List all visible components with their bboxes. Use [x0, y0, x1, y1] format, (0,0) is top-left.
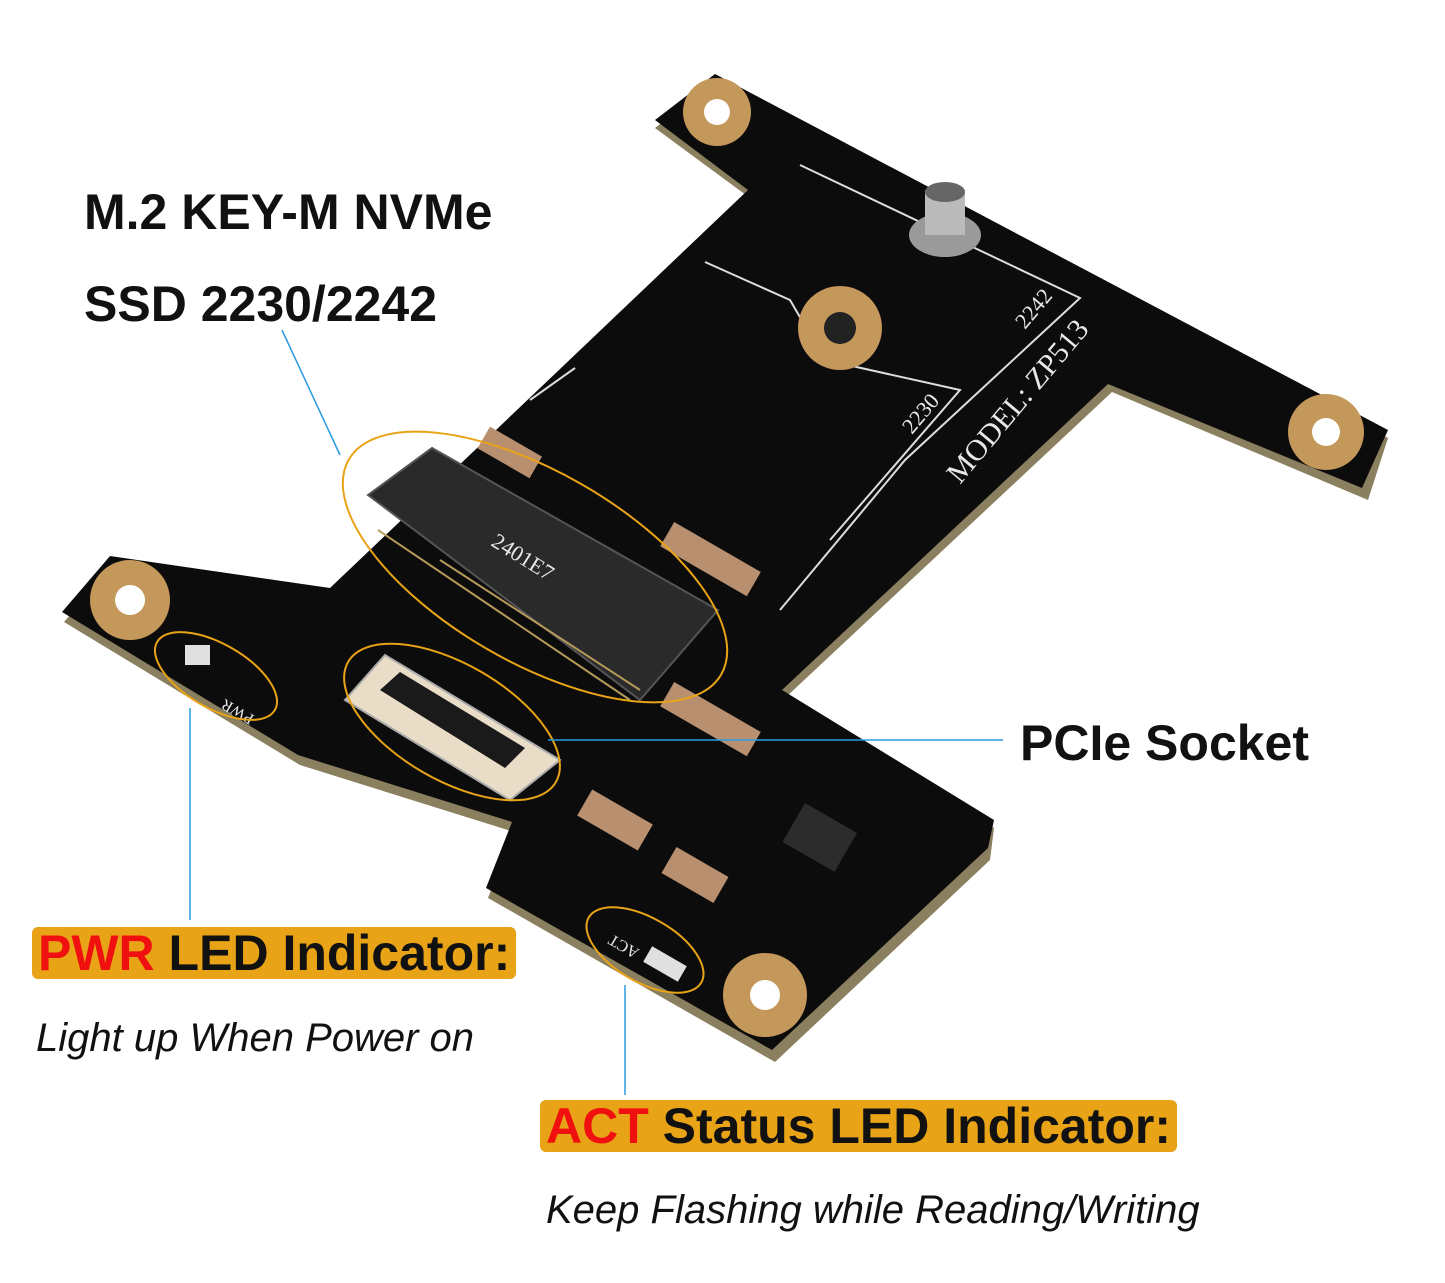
m2-label-line2: SSD 2230/2242: [84, 276, 438, 332]
mounting-hole: [683, 78, 751, 146]
act-keyword: ACT: [546, 1098, 649, 1154]
pwr-keyword: PWR: [38, 925, 155, 981]
act-highlight-ellipse: [585, 906, 705, 994]
m2-highlight-ellipse: [341, 430, 729, 704]
act-heading-rest: Status LED Indicator:: [648, 1098, 1172, 1154]
callout-lines: [189, 329, 1003, 1095]
mounting-hole: [723, 953, 807, 1037]
act-led: [643, 946, 687, 982]
mounting-hole: [1288, 394, 1364, 470]
pcie-highlight-ellipse: [343, 642, 561, 802]
standoff-screw: [909, 182, 981, 257]
pwr-led-heading: PWR LED Indicator:: [32, 925, 517, 981]
mounting-hole: [90, 560, 170, 640]
pwr-led: [185, 645, 210, 665]
inductor: [782, 802, 857, 872]
smd-components: [477, 426, 761, 903]
ssd-mount-hole: [798, 286, 882, 370]
pwr-heading-rest: LED Indicator:: [154, 925, 511, 981]
act-led-heading: ACT Status LED Indicator:: [540, 1098, 1178, 1154]
pwr-led-description: Light up When Power on: [36, 1016, 475, 1060]
m2-connector-pins: [377, 529, 641, 701]
m2-label-line1: M.2 KEY-M NVMe: [84, 184, 493, 240]
pwr-highlight-ellipse: [153, 631, 279, 721]
pcie-socket-label: PCIe Socket: [1020, 715, 1310, 771]
act-led-description: Keep Flashing while Reading/Writing: [546, 1188, 1200, 1232]
